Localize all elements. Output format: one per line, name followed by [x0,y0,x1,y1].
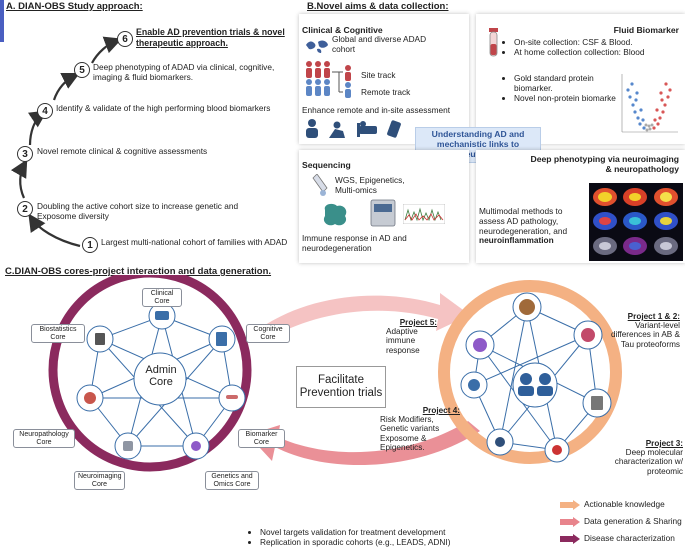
legend-arrow-actionable [560,499,580,510]
step-number-3: 3 [17,146,33,162]
project12-label: Project 1 & 2: Variant-level differences… [605,312,680,349]
project3-label: Project 3: Deep molecular characterizati… [595,439,683,476]
legend-item-actionable: Actionable knowledge [560,496,685,513]
biomarker-core-box: Biomarker Core [238,429,285,449]
legend: Actionable knowledge Data generation & S… [560,496,685,547]
test-tube-icon [489,28,498,57]
clinical-cognitive-panel: Clinical & Cognitive Global and diverse … [299,14,469,144]
step-text-4: Identify & validate of the high performi… [56,103,271,113]
sequencing-panel: Sequencing WGS, Epigenetics, Multi-omics… [299,150,469,263]
staircase-arrows [10,36,123,248]
neuropathology-core-box: Neuropathology Core [13,429,75,449]
cognitive-core-box: Cognitive Core [246,324,290,344]
fluid-biomarker-panel: Fluid Biomarker On-site collection: CSF … [476,14,685,144]
facilitate-box: Facilitate Prevention trials [296,366,386,408]
step-number-1: 1 [82,237,98,253]
fluid-bullet-gold: Gold standard protein biomarker. [514,73,624,94]
fluid-bullet-athome: At home collection collection: Blood [514,47,685,58]
project4-title: Project 4: [422,406,460,415]
accent-bar [0,0,4,42]
outcome-bullet-2: Replication in sporadic cohorts (e.g., L… [260,537,560,547]
step-number-5: 5 [74,62,90,78]
step-number-6: 6 [117,31,133,47]
cells-icon [323,203,347,226]
step-number-4: 4 [37,103,53,119]
step-text-3: Novel remote clinical & cognitive assess… [37,146,208,156]
sequencing-omics-text: WGS, Epigenetics, Multi-omics [335,175,405,195]
section-a-title: A. DIAN-OBS Study approach: [6,1,143,12]
sequencing-title: Sequencing [302,160,351,170]
fluid-title: Fluid Biomarker [613,25,679,35]
remote-track-label: Remote track [361,87,411,97]
project5-text: Adaptive immune response [386,327,420,355]
fluid-bullet-onsite: On-site collection: CSF & Blood. [514,37,685,48]
section-b-title: B.Novel aims & data collection: [307,1,449,12]
fluid-biomarker-list: Gold standard protein biomarker. Novel n… [504,73,624,104]
site-track-label: Site track [361,70,396,80]
admin-core-label: Admin Core [145,364,177,389]
legend-label-actionable: Actionable knowledge [584,498,665,509]
neuroimaging-core-box: Neuroimaging Core [74,471,125,491]
assessment-icons [306,119,401,138]
legend-label-data-generation: Data generation & Sharing [584,515,682,526]
sequence-trace-icon [403,204,445,224]
legend-arrow-data-generation [560,516,580,527]
enhance-text: Enhance remote and in-site assessment [302,105,451,115]
deep-text-bold: neuroinflammation [479,235,554,246]
step-text-5: Deep phenotyping of ADAD via clinical, c… [93,62,275,82]
clinical-title: Clinical & Cognitive [302,25,383,35]
fluid-bullet-novel: Novel non-protein biomarker [514,93,624,104]
biostatistics-core-box: Biostatistics Core [31,324,85,344]
deep-title: Deep phenotyping via neuroimaging & neur… [530,154,680,174]
people-icon [306,61,351,98]
sequencer-icon [370,199,396,227]
step-number-2: 2 [17,201,33,217]
section-c-title: C.DIAN-OBS cores-project interaction and… [5,266,272,277]
disease-characterization-arrow-bottom [248,421,480,466]
legend-arrow-disease [560,533,580,544]
project12-text: Variant-level differences in AB & Tau pr… [610,321,680,349]
deep-text: Multimodal methods to assess AD patholog… [479,206,589,246]
project4-text: Risk Modifiers, Genetic variants Exposom… [380,415,440,453]
deep-text-main: Multimodal methods to assess AD patholog… [479,206,568,236]
clinical-global-text: Global and diverse ADAD cohort [332,34,427,54]
sequencing-immune-text: Immune response in AD and neurodegenerat… [302,233,407,253]
step-text-2: Doubling the active cohort size to incre… [37,201,239,221]
globe-icon [306,40,328,53]
outcome-bullets: Novel targets validation for treatment d… [250,527,560,548]
cores-diagram [48,275,622,472]
legend-label-disease: Disease characterization [584,532,675,543]
volcano-plot-icon [616,70,682,138]
outcome-bullet-1: Novel targets validation for treatment d… [260,527,560,537]
project3-text: Deep molecular characterization w/ prote… [614,448,683,476]
project5-label: Project 5: Adaptive immune response [360,318,437,355]
genetics-core-box: Genetics and Omics Core [205,471,259,491]
project4-label: Project 4: Risk Modifiers, Genetic varia… [380,406,460,453]
project12-title: Project 1 & 2: [627,312,680,321]
legend-item-disease: Disease characterization [560,530,685,547]
step-text-1: Largest multi-national cohort of familie… [101,237,288,247]
project5-title: Project 5: [399,318,437,327]
legend-item-data-generation: Data generation & Sharing [560,513,685,530]
brain-scans-image [589,183,683,261]
fluid-collection-list: On-site collection: CSF & Blood. At home… [504,37,685,58]
deep-phenotyping-panel: Deep phenotyping via neuroimaging & neur… [476,150,685,263]
clinical-core-box: Clinical Core [142,288,182,308]
project3-title: Project 3: [645,439,683,448]
sample-tube-icon [312,174,328,196]
step-text-6: Enable AD prevention trials & novel ther… [136,27,285,48]
data-sharing-arrow-top [262,293,470,337]
